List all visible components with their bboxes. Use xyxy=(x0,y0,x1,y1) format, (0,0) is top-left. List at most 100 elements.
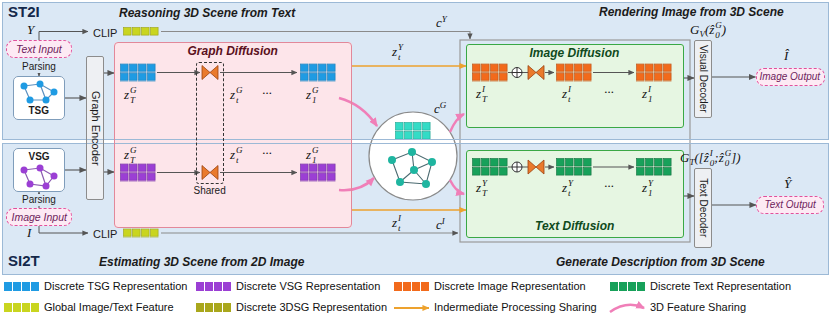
graph-node xyxy=(428,158,436,166)
shared-box: Shared xyxy=(196,62,224,184)
script-stack: It xyxy=(568,84,571,104)
graph-icon-node xyxy=(21,83,28,90)
superscript: G xyxy=(312,85,319,95)
diffusion-panel: Image Diffusion xyxy=(466,44,684,128)
script-stack: G1 xyxy=(312,145,319,165)
script-stack: It xyxy=(398,213,401,233)
script-stack: G0 xyxy=(715,20,722,40)
math-symbol: Î xyxy=(784,48,788,63)
math-label: zG1 xyxy=(306,85,319,105)
subscript: T xyxy=(130,95,137,105)
legend-swatch xyxy=(610,282,646,291)
output-label: Text Output xyxy=(765,199,816,211)
superscript: I xyxy=(568,84,571,94)
decoder-label: Visual Decoder xyxy=(697,45,709,113)
legend-swatch xyxy=(196,282,232,291)
subscript: 1 xyxy=(648,188,653,198)
legend-sample-curve xyxy=(610,305,644,312)
subscript: t xyxy=(398,223,401,233)
clip-line xyxy=(39,32,88,41)
superscript: Y xyxy=(568,178,573,188)
denoiser-icon xyxy=(202,166,218,180)
math-symbol: z xyxy=(230,147,235,162)
superscript: I xyxy=(442,216,445,226)
subscript: t xyxy=(568,94,571,104)
subscript: T xyxy=(482,94,487,104)
decoder-label: Text Decoder xyxy=(697,178,709,237)
math-label: zYT xyxy=(476,178,487,198)
math-label: zGT xyxy=(124,85,137,105)
script-stack: IT xyxy=(482,84,487,104)
superscript: G xyxy=(130,145,137,155)
math-label: zYt xyxy=(562,178,573,198)
math-label: ··· xyxy=(604,84,614,99)
graph-node xyxy=(410,166,418,174)
legend-text: Discrete VSG Representation xyxy=(236,280,380,293)
subscript: t xyxy=(236,95,243,105)
step-arrow xyxy=(220,172,297,173)
decoder-box: Visual Decoder xyxy=(694,40,712,118)
text-grid xyxy=(472,158,508,176)
tsg-grid xyxy=(300,64,336,82)
input-box: Text Input xyxy=(6,40,72,58)
graph-icon-node xyxy=(51,89,58,96)
model-name: CLIP xyxy=(93,27,117,39)
subscript: 0 xyxy=(725,158,732,168)
graph-icon-node xyxy=(51,173,58,180)
legend-swatch xyxy=(196,303,232,312)
script-stack: I0 xyxy=(710,148,715,168)
math-symbol: ([ẑ xyxy=(694,150,708,165)
legend-text: 3D Feature Sharing xyxy=(650,301,746,314)
graph-node xyxy=(422,180,430,188)
math-symbol: z xyxy=(642,180,647,195)
denoiser-icon xyxy=(202,66,218,80)
superscript: G xyxy=(236,145,243,155)
math-label: zGT xyxy=(124,145,137,165)
clip-line xyxy=(39,226,88,233)
legend-swatch xyxy=(4,282,40,291)
superscript: G xyxy=(236,85,243,95)
feature-share-arrow xyxy=(450,180,464,194)
math-label: ··· xyxy=(604,178,614,193)
math-symbol: G xyxy=(690,22,699,37)
superscript: G xyxy=(130,85,137,95)
flow-arrow xyxy=(712,76,756,77)
flow-arrow xyxy=(104,171,114,172)
math-symbol: z xyxy=(124,147,129,162)
box-fill xyxy=(694,40,712,118)
encoder-box: Graph Encoder xyxy=(86,56,104,200)
graph-label: VSG xyxy=(29,151,50,163)
math-symbol: z xyxy=(124,87,129,102)
math-symbol: ··· xyxy=(604,178,614,193)
stage-title: Rendering Image from 3D Scene xyxy=(599,6,784,20)
subscript: 1 xyxy=(648,94,653,104)
box-fill xyxy=(86,56,104,200)
task-name: ST2I xyxy=(8,3,40,20)
legend-swatch xyxy=(4,303,40,312)
flow-arrow xyxy=(104,72,114,73)
math-label: zIt xyxy=(562,84,571,104)
add-symbol-cross xyxy=(512,162,522,172)
graph-label: TSG xyxy=(29,105,50,117)
output-box: Image Output xyxy=(756,68,825,86)
math-label: zIt xyxy=(392,213,401,233)
step-arrow xyxy=(545,72,554,73)
box-fill xyxy=(466,44,684,128)
graph-icon-node xyxy=(27,181,34,188)
script-stack: Yt xyxy=(398,42,403,62)
image-grid xyxy=(636,64,672,82)
task-name: SI2T xyxy=(8,252,40,269)
script-stack: GT xyxy=(130,85,137,105)
box-fill xyxy=(756,68,825,86)
flow-arrow xyxy=(65,97,86,98)
math-label: ··· xyxy=(262,85,272,100)
legend-text: Discrete TSG Representation xyxy=(44,280,187,293)
subscript: 1 xyxy=(312,155,319,165)
math-label: zIT xyxy=(476,84,487,104)
graph-icon-node xyxy=(37,81,44,88)
denoiser-icon xyxy=(528,66,544,80)
stage-title: Reasoning 3D Scene from Text xyxy=(119,7,295,21)
condition-line xyxy=(161,32,470,40)
math-symbol: Ŷ xyxy=(784,176,791,191)
math-symbol: z xyxy=(562,180,567,195)
